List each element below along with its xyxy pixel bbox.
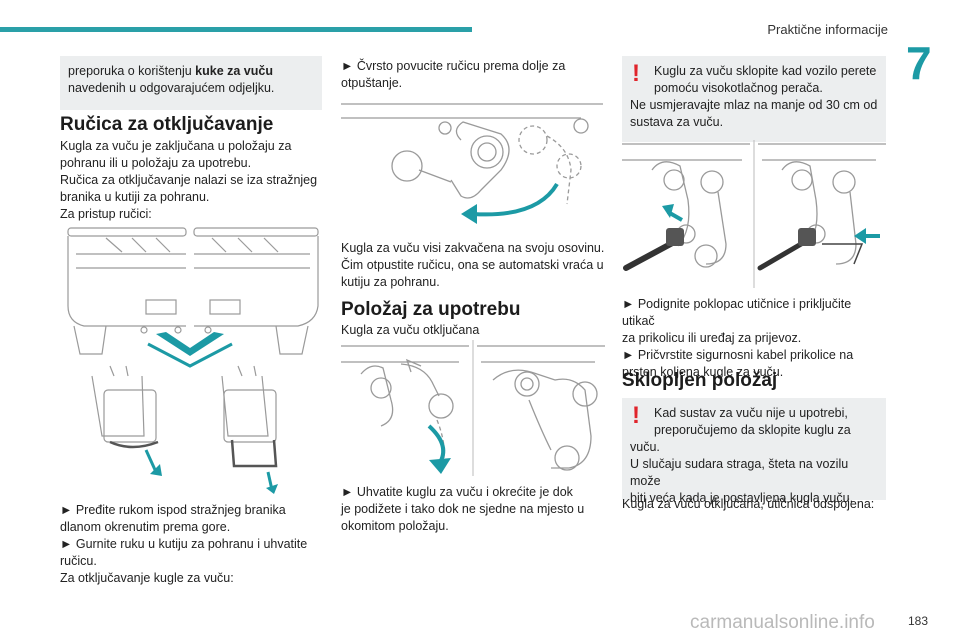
warning-note-washing: ! Kuglu za vuču sklopite kad vozilo pere… bbox=[622, 56, 886, 142]
warning-icon: ! bbox=[632, 402, 640, 429]
text-line: Kugla za vuču je zaključana u položaju z… bbox=[60, 139, 292, 153]
text-line: Ne usmjeravajte mlaz na manje od 30 cm o… bbox=[630, 98, 878, 112]
steps-list: ► Uhvatite kuglu za vuču i okrećite je d… bbox=[341, 484, 605, 535]
text-line: Kad sustav za vuču nije u upotrebi, bbox=[654, 406, 848, 420]
text-line: ► Čvrsto povucite ručicu prema dolje za bbox=[341, 59, 566, 73]
text-line: U slučaju sudara straga, šteta na vozilu… bbox=[630, 457, 849, 488]
header-accent-bar bbox=[0, 27, 472, 32]
section-heading: Ručica za otključavanje bbox=[60, 114, 274, 135]
step-item: ► Podignite poklopac utičnice i priključ… bbox=[622, 297, 852, 328]
chapter-title: Praktične informacije bbox=[767, 22, 888, 37]
warning-note-folded: ! Kad sustav za vuču nije u upotrebi, pr… bbox=[622, 398, 886, 505]
step-item: okomitom položaju. bbox=[341, 519, 449, 533]
text-line: pomoću visokotlačnog perača. bbox=[654, 81, 823, 95]
watermark: carmanualsonline.info bbox=[690, 612, 875, 633]
step-pull-handle: ► Čvrsto povucite ručicu prema dolje za … bbox=[341, 58, 605, 92]
text-line: sustava za vuču. bbox=[630, 115, 724, 129]
step-item: ► Gurnite ruku u kutiju za pohranu i uhv… bbox=[60, 537, 308, 551]
section-heading: Sklopljen položaj bbox=[622, 370, 778, 391]
step-item: je podižete i tako dok ne sjedne na mjes… bbox=[341, 502, 585, 516]
step-item: prsten koljena kugle za vuču. bbox=[622, 365, 784, 379]
hang-description: Kugla za vuču visi zakvačena na svoju os… bbox=[341, 240, 605, 291]
step-item: ► Uhvatite kuglu za vuču i okrećite je d… bbox=[341, 485, 573, 499]
steps-list: ► Pređite rukom ispod stražnjeg branika … bbox=[60, 502, 322, 587]
page-number: 183 bbox=[907, 614, 928, 628]
warning-icon: ! bbox=[632, 60, 640, 87]
release-handle-illustration bbox=[341, 103, 603, 224]
info-note: preporuka o korištenju kuke za vuču nave… bbox=[60, 56, 322, 110]
text-line: branika u kutiji za pohranu. bbox=[60, 190, 210, 204]
step-item: ručicu. bbox=[60, 554, 97, 568]
text-line: Kuglu za vuču sklopite kad vozilo perete bbox=[654, 64, 877, 78]
step-item: za prikolicu ili uređaj za prijevoz. bbox=[622, 331, 802, 345]
subheading: Kugla za vuču otključana bbox=[341, 323, 480, 337]
note-bold: kuke za vuču bbox=[195, 64, 273, 78]
text-line: otpuštanje. bbox=[341, 76, 403, 90]
socket-connection-illustration bbox=[622, 140, 886, 288]
note-text-end: navedenih u odgovarajućem odjeljku. bbox=[68, 81, 275, 95]
step-item: ► Pričvrstite sigurnosni kabel prikolice… bbox=[622, 348, 854, 362]
step-item: Za otključavanje kugle za vuču: bbox=[60, 571, 234, 585]
usage-position-illustration bbox=[341, 340, 605, 476]
step-item: ► Pređite rukom ispod stražnjeg branika bbox=[60, 503, 286, 517]
text-line: kutiju za pohranu. bbox=[341, 275, 440, 289]
steps-list: ► Podignite poklopac utičnice i priključ… bbox=[622, 296, 886, 381]
folded-intro: Kugla za vuču otključana, utičnica odspo… bbox=[622, 497, 875, 511]
text-line: Čim otpustite ručicu, ona se automatski … bbox=[341, 258, 604, 272]
text-line: biti veća kada je postavljena kugla vuču… bbox=[630, 491, 854, 505]
intro-paragraph: Kugla za vuču je zaključana u položaju z… bbox=[60, 138, 322, 223]
text-line: vuču. bbox=[630, 440, 660, 454]
step-item: dlanom okrenutim prema gore. bbox=[60, 520, 231, 534]
chapter-number: 7 bbox=[906, 37, 932, 89]
text-line: Za pristup ručici: bbox=[60, 207, 152, 221]
rear-bumper-illustration bbox=[67, 227, 319, 494]
section-heading: Položaj za upotrebu bbox=[341, 299, 521, 320]
text-line: Ručica za otključavanje nalazi se iza st… bbox=[60, 173, 318, 187]
text-line: preporučujemo da sklopite kuglu za bbox=[654, 423, 851, 437]
text-line: Kugla za vuču visi zakvačena na svoju os… bbox=[341, 241, 605, 255]
note-text-start: preporuka o korištenju bbox=[68, 64, 196, 78]
text-line: pohranu ili u položaju za upotrebu. bbox=[60, 156, 252, 170]
